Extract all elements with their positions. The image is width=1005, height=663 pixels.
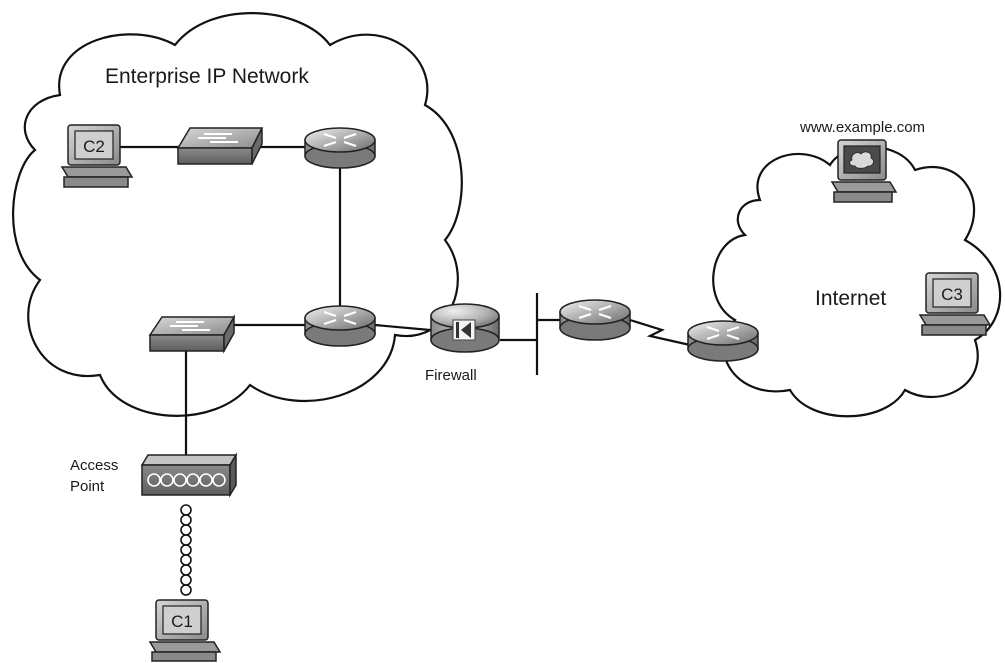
- wireless-link-loop: [180, 504, 192, 516]
- web-server-icon[interactable]: [830, 139, 898, 203]
- access-point-label-line1: Access: [70, 457, 118, 474]
- link-router-bottom-firewall: [374, 323, 431, 332]
- access-point-wave: [186, 473, 200, 487]
- firewall-icon[interactable]: [430, 303, 500, 353]
- access-point-wave: [160, 473, 174, 487]
- computer-c1[interactable]: C1: [148, 599, 222, 662]
- access-point-wave: [199, 473, 213, 487]
- computer-c3[interactable]: C3: [918, 272, 992, 336]
- enterprise-router-top[interactable]: [304, 127, 376, 169]
- enterprise-switch-bottom[interactable]: [148, 314, 236, 354]
- computer-c2[interactable]: C2: [60, 124, 134, 188]
- access-point-label-line2: Point: [70, 478, 105, 495]
- edge-router[interactable]: [559, 299, 631, 341]
- access-point-icon[interactable]: [140, 452, 238, 498]
- enterprise-switch-top[interactable]: [176, 127, 264, 165]
- wireless-link-loop: [180, 534, 192, 546]
- wireless-link-loop: [180, 544, 192, 556]
- access-point-wave: [212, 473, 226, 487]
- enterprise-network-label: Enterprise IP Network: [105, 65, 309, 88]
- wireless-link-loop: [180, 584, 192, 596]
- website-label: www.example.com: [799, 119, 925, 136]
- access-point-wave: [173, 473, 187, 487]
- computer-c3-label: C3: [941, 285, 963, 304]
- isp-router[interactable]: [687, 320, 759, 362]
- wireless-link-loop: [180, 574, 192, 586]
- wireless-link-loop: [180, 514, 192, 526]
- wireless-link-loop: [180, 524, 192, 536]
- firewall-label: Firewall: [425, 367, 477, 384]
- computer-c2-label: C2: [83, 137, 105, 156]
- access-point-wave: [147, 473, 161, 487]
- wireless-link: [180, 504, 192, 596]
- wan-serial-link: [629, 318, 691, 347]
- internet-label: Internet: [815, 287, 886, 310]
- enterprise-router-bottom[interactable]: [304, 305, 376, 347]
- wireless-link-loop: [180, 564, 192, 576]
- wireless-link-loop: [180, 554, 192, 566]
- computer-c1-label: C1: [171, 612, 193, 631]
